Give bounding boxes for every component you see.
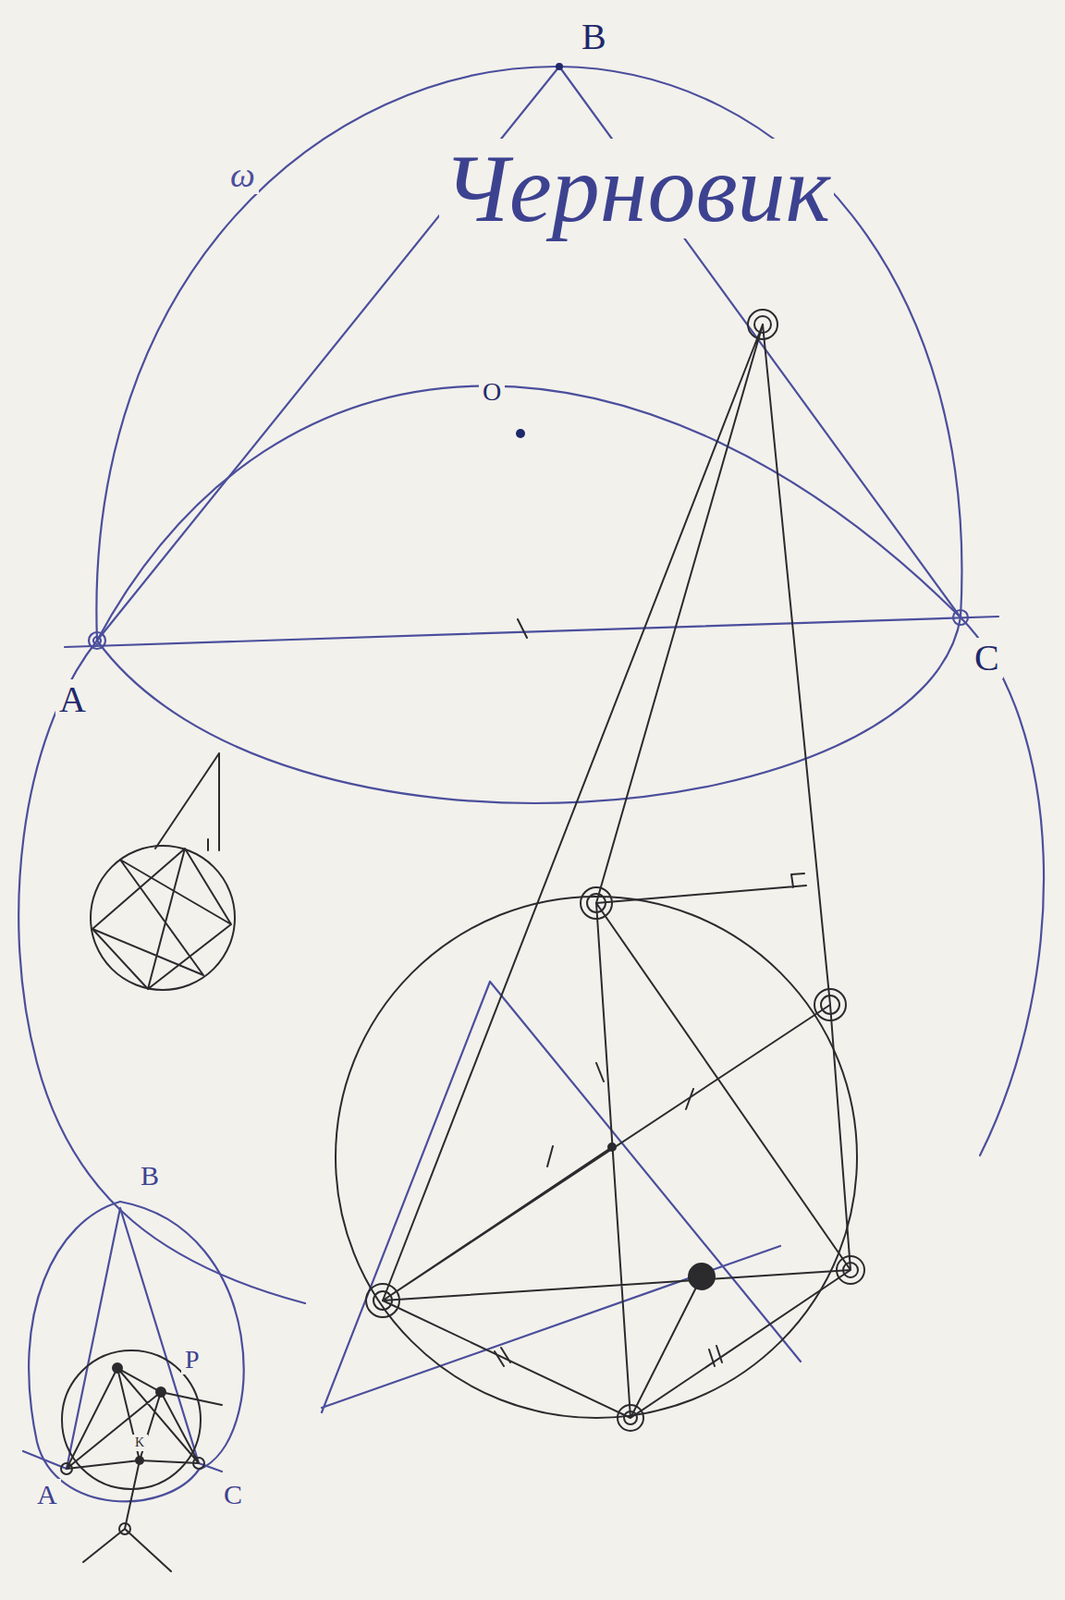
- circle-omega: [96, 66, 962, 804]
- vertex-label: C: [220, 1479, 246, 1511]
- ticks-single: [517, 619, 694, 1167]
- point-a-inner: [93, 636, 101, 645]
- blue-triangle: [321, 981, 801, 1413]
- blue-construction: [18, 62, 1044, 1502]
- point-b: [555, 62, 564, 71]
- vertex-label: A: [55, 679, 90, 721]
- arc-left: [18, 640, 306, 1304]
- vertex-label: B: [136, 1160, 163, 1192]
- point-marks: [366, 309, 865, 1432]
- point-label: K: [131, 1434, 148, 1452]
- arc-aoc: [97, 386, 961, 641]
- point-c: [953, 610, 968, 625]
- vertex-label: B: [577, 16, 611, 58]
- vertex-label: C: [970, 637, 1004, 679]
- point-label: P: [181, 1345, 204, 1375]
- arc-right: [960, 617, 1044, 1156]
- point-o: [515, 428, 526, 439]
- right-angle: [596, 873, 807, 904]
- chords: [382, 903, 851, 1419]
- circle-label: ω: [226, 155, 259, 195]
- ticks-double: [494, 1346, 723, 1367]
- apex-lines: [382, 324, 831, 1301]
- small-triangle: [23, 1208, 222, 1472]
- main-circle: [335, 896, 857, 1419]
- sketch-star: [92, 848, 232, 990]
- point-a: [88, 632, 106, 649]
- sketch-tangents: [155, 753, 220, 851]
- dark-construction: [61, 309, 865, 1572]
- small-chords: [66, 1368, 222, 1572]
- small-circle: [61, 1350, 201, 1490]
- watermark-note: Черновик: [439, 138, 834, 239]
- small-oval: [28, 1201, 244, 1502]
- vertex-label: A: [33, 1479, 62, 1511]
- triangle-sides: [97, 66, 961, 641]
- sketch-circle: [90, 845, 235, 991]
- side-ac: [64, 616, 999, 648]
- point-label: O: [478, 377, 505, 407]
